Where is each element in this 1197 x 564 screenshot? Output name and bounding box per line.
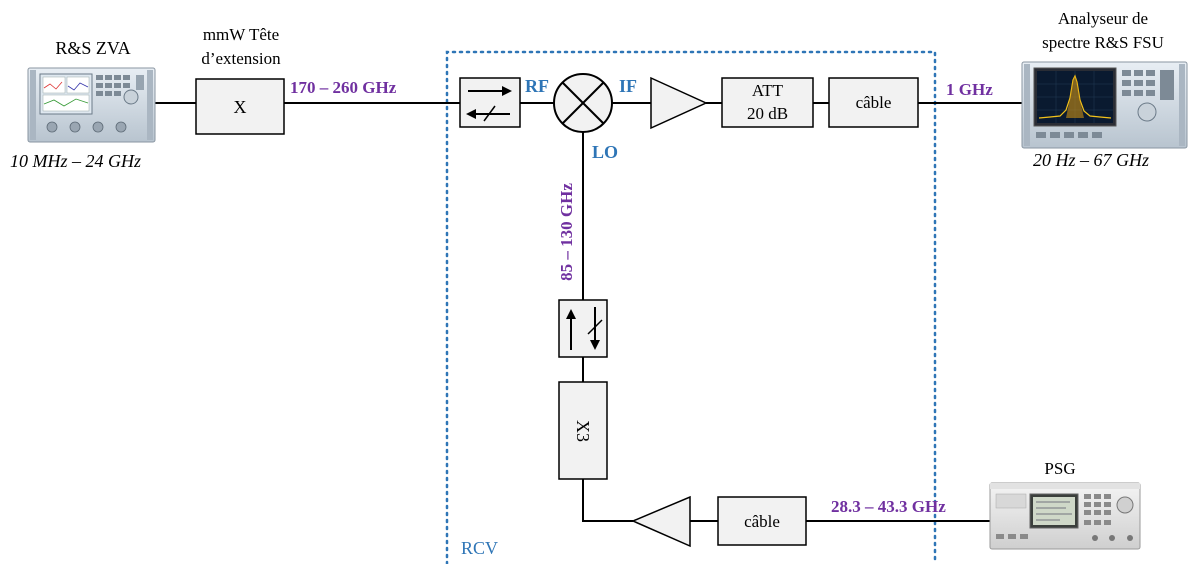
if-freq-label: 1 GHz bbox=[946, 80, 993, 100]
amplifier-icon bbox=[651, 78, 706, 128]
attenuator-label-line1: ATT bbox=[722, 81, 813, 101]
vna-instrument-icon bbox=[28, 68, 155, 142]
amplifier-icon bbox=[633, 497, 690, 546]
rcv-label: RCV bbox=[461, 538, 498, 558]
zva-label: R&S ZVA bbox=[30, 38, 156, 58]
fsu-label-line2: spectre R&S FSU bbox=[1018, 33, 1188, 53]
psg-label: PSG bbox=[1020, 459, 1100, 479]
if-port-label: IF bbox=[619, 76, 637, 96]
fsu-label-line1: Analyseur de bbox=[1018, 9, 1188, 29]
isolator-icon bbox=[559, 300, 607, 357]
signal-generator-icon bbox=[990, 483, 1140, 549]
mixer-icon bbox=[554, 74, 612, 132]
spectrum-analyzer-icon bbox=[1022, 62, 1187, 148]
lo-port-label: LO bbox=[592, 142, 618, 162]
line-x3-amplifier bbox=[583, 479, 633, 521]
fsu-range: 20 Hz – 67 GHz bbox=[1033, 150, 1149, 170]
rf-port-label: RF bbox=[525, 76, 549, 96]
isolator-icon bbox=[460, 78, 520, 127]
psg-band-label: 28.3 – 43.3 GHz bbox=[831, 497, 946, 517]
rf-band-label: 170 – 260 GHz bbox=[290, 78, 396, 98]
cable-if-label: câble bbox=[829, 93, 918, 113]
zva-range: 10 MHz – 24 GHz bbox=[10, 151, 141, 171]
multiplier-label: X3 bbox=[573, 420, 593, 442]
lo-band-label: 85 – 130 GHz bbox=[557, 183, 577, 281]
extension-box-label: X bbox=[196, 97, 284, 117]
attenuator-label-line2: 20 dB bbox=[722, 104, 813, 124]
extension-label-line2: d’extension bbox=[180, 49, 302, 69]
extension-label-line1: mmW Tête bbox=[180, 25, 302, 45]
rcv-boundary bbox=[447, 52, 935, 564]
cable-psg-label: câble bbox=[718, 512, 806, 532]
